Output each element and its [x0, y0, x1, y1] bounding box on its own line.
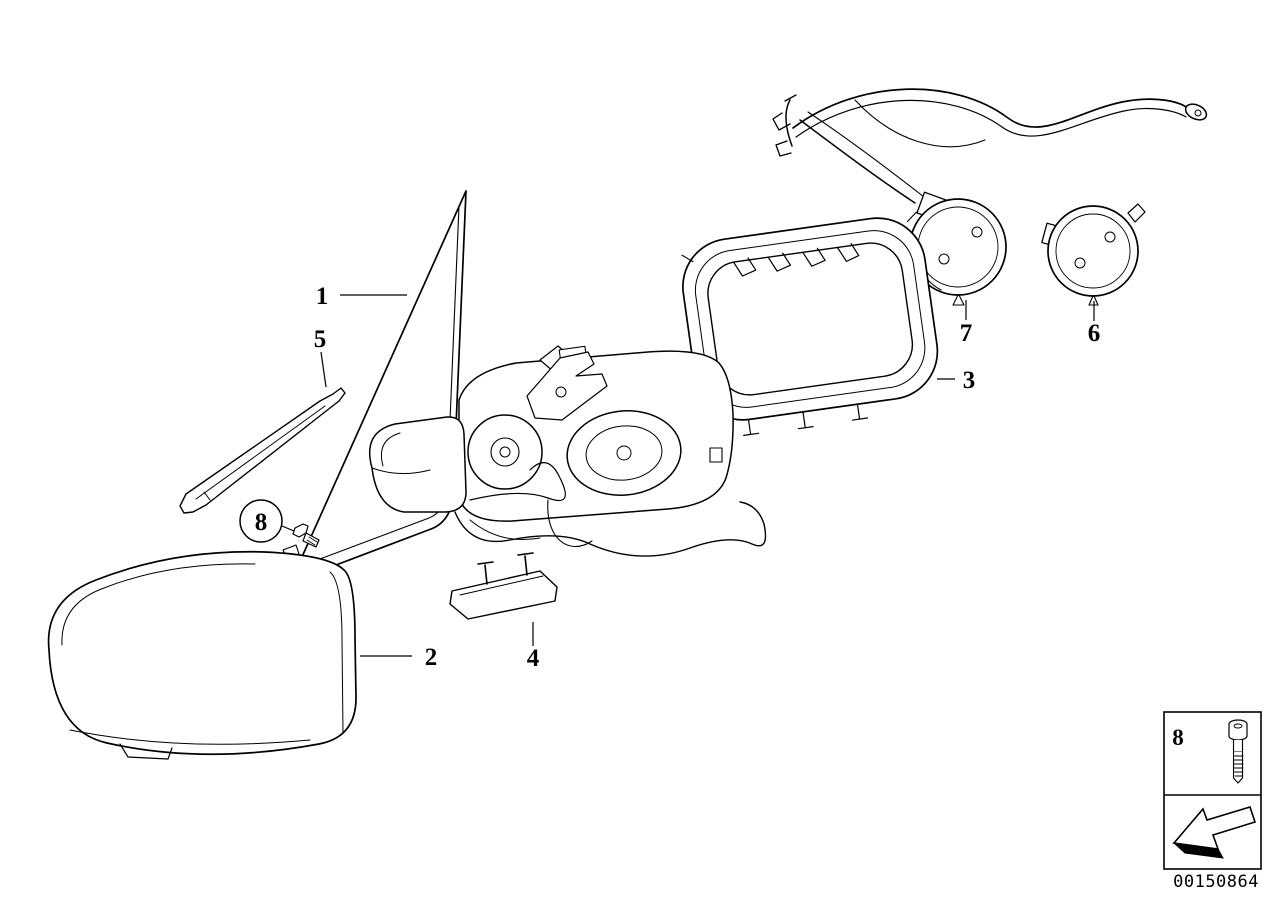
callout-4-label[interactable]: 4: [527, 645, 540, 672]
callout-5: 5: [314, 326, 327, 388]
callout-4: 4: [527, 622, 540, 672]
legend-item-ref: 8: [1172, 725, 1184, 750]
mirror-frame-drawing: [681, 211, 939, 436]
callout-2-label[interactable]: 2: [425, 644, 438, 671]
callout-2: 2: [360, 644, 437, 671]
callout-8-label[interactable]: 8: [255, 509, 268, 536]
screw-drawing: [292, 523, 320, 548]
trim-strip-drawing: [179, 387, 346, 514]
callout-8: 8: [239, 499, 295, 543]
legend-box: 8: [1163, 711, 1262, 870]
mirror-glass-drawing: [282, 190, 467, 578]
callout-3: 3: [937, 367, 975, 394]
callout-6: 6: [1088, 301, 1101, 347]
callout-7: 7: [960, 300, 973, 347]
actuator-6-drawing: [1041, 203, 1146, 306]
callout-1-label[interactable]: 1: [316, 283, 329, 310]
housing-cover-cap-drawing: [47, 550, 357, 760]
part-number: 00150864: [1173, 872, 1259, 892]
wiring-harness-drawing: [772, 88, 1208, 204]
ring-terminal: [1184, 103, 1208, 121]
callout-1: 1: [316, 283, 407, 310]
direction-arrow-icon: [1172, 806, 1257, 859]
bolt-icon: [1228, 719, 1248, 784]
callout-7-label[interactable]: 7: [960, 320, 973, 347]
diagram-artwork: [47, 88, 1208, 760]
callouts-layer: 1 5 8 2 4 3 7 6: [239, 283, 1101, 672]
callout-8-circle: [239, 499, 283, 543]
callout-5-label[interactable]: 5: [314, 326, 327, 353]
callout-3-label[interactable]: 3: [963, 367, 976, 394]
callout-6-label[interactable]: 6: [1088, 320, 1101, 347]
mirror-housing-assembly-drawing: [368, 345, 767, 557]
bracket-drawing: [449, 552, 558, 620]
